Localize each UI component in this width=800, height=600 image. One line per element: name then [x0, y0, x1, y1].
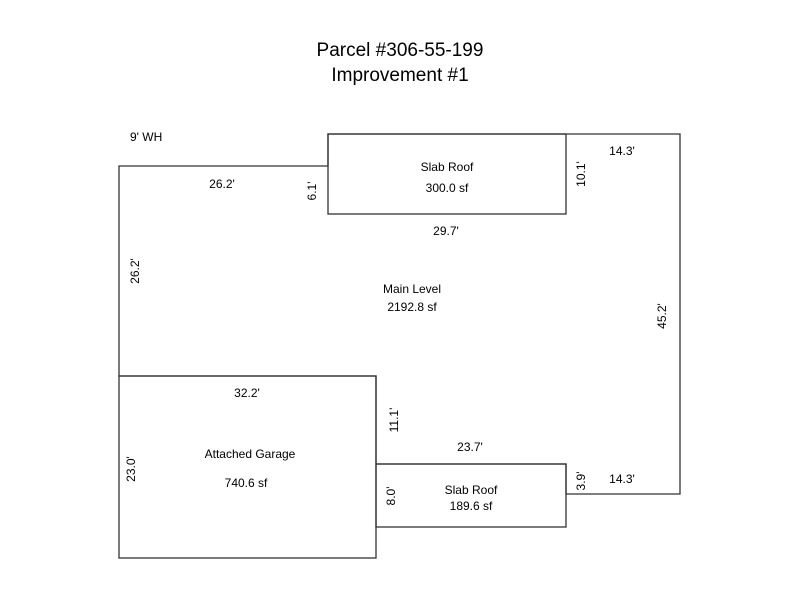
dim-garage-top: 32.2': [234, 386, 260, 400]
dim-garage-right: 11.1': [387, 408, 401, 433]
slab-roof-top-outline: [327, 133, 567, 215]
parcel-title: Parcel #306-55-199: [316, 40, 484, 61]
garage-label: Attached Garage: [205, 447, 296, 461]
slab-roof-top-label: Slab Roof: [421, 160, 474, 174]
garage-area: 740.6 sf: [225, 476, 268, 490]
main-level-label: Main Level: [383, 282, 441, 296]
dim-slab-top-bottom: 29.7': [433, 224, 459, 238]
main-level-outline: [118, 133, 681, 495]
garage-outline: [118, 375, 377, 559]
improvement-title: Improvement #1: [331, 65, 469, 86]
main-level-area: 2192.8 sf: [387, 300, 437, 314]
dim-main-bottom-right: 14.3': [609, 472, 635, 486]
slab-roof-top-area: 300.0 sf: [426, 181, 469, 195]
slab-roof-bottom-area: 189.6 sf: [450, 499, 493, 513]
dim-slab-bottom-left: 8.0': [384, 487, 398, 506]
dim-main-top-right: 14.3': [609, 144, 635, 158]
dim-main-left: 26.2': [128, 258, 142, 284]
slab-roof-bottom-label: Slab Roof: [445, 483, 498, 497]
dim-main-top-left: 26.2': [209, 177, 235, 191]
wall-height-note: 9' WH: [130, 130, 162, 144]
slab-roof-bottom-outline: [375, 463, 567, 528]
dim-slab-top-right: 10.1': [574, 161, 588, 187]
dim-main-right: 45.2': [655, 303, 669, 329]
dim-slab-top-left: 6.1': [305, 182, 319, 201]
dim-slab-bottom-right: 3.9': [574, 472, 588, 491]
dim-garage-left: 23.0': [124, 456, 138, 482]
dim-slab-bottom-top: 23.7': [457, 440, 483, 454]
